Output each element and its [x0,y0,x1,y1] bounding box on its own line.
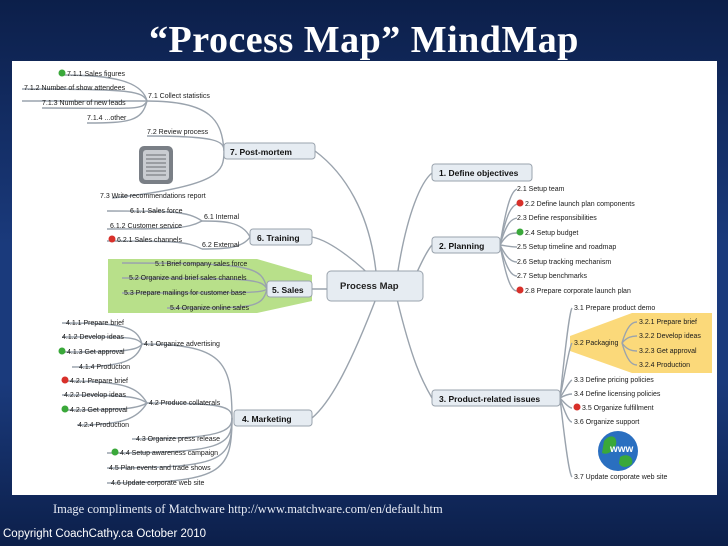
svg-text:2. Planning: 2. Planning [439,241,484,251]
node-3-2-2: 3.2.2 Develop ideas [639,333,701,340]
report-document-icon [139,146,173,184]
svg-text:4. Marketing: 4. Marketing [242,414,292,424]
node-6-2: 6.2 External [202,242,240,249]
node-3-4: 3.4 Define licensing policies [574,391,661,398]
mindmap-diagram: Process Map 1. Define objectives 2. Plan… [21,69,712,487]
svg-text:5. Sales: 5. Sales [272,285,304,295]
branch-node-training[interactable]: 6. Training [249,228,313,246]
node-5-4: 5.4 Organize online sales [170,305,249,312]
node-3-7: 3.7 Update corporate web site [574,474,667,481]
node-6-1-1: 6.1.1 Sales force [130,208,183,215]
node-7-3: 7.3 Write recommendations report [100,193,206,200]
alert-icon [516,199,524,207]
svg-text:6. Training: 6. Training [257,233,300,243]
node-3-5: 3.5 Organize fulfillment [582,405,654,412]
node-2-6: 2.6 Setup tracking mechanism [517,259,611,266]
branch-node-sales[interactable]: 5. Sales [266,280,313,298]
copyright-footer: Copyright CoachCathy.ca October 2010 [3,528,207,540]
node-7-1-3: 7.1.3 Number of new leads [42,100,126,107]
globe-www-icon: www [598,431,638,471]
node-2-1: 2.1 Setup team [517,186,565,193]
node-2-2: 2.2 Define launch plan components [525,201,635,208]
node-4-1-3: 4.1.3 Get approval [67,349,125,356]
node-3-3: 3.3 Define pricing policies [574,377,654,384]
alert-icon [516,286,524,294]
mindmap-canvas: Process Map 1. Define objectives 2. Plan… [12,61,717,495]
alert-icon [61,376,69,384]
check-icon [111,448,119,456]
node-3-2-3: 3.2.3 Get approval [639,348,697,355]
central-node-label: Process Map [340,281,399,292]
node-5-1: 5.1 Brief company sales force [155,261,247,268]
node-4-1: 4.1 Organize advertising [144,341,220,348]
node-4-2-2: 4.2.2 Develop ideas [64,392,126,399]
node-7-1: 7.1 Collect statistics [148,93,210,100]
check-icon [61,405,69,413]
alert-icon [573,403,581,411]
node-7-1-4: 7.1.4 ...other [87,115,127,122]
node-4-4: 4.4 Setup awareness campaign [120,450,218,457]
node-7-2: 7.2 Review process [147,129,209,136]
check-icon [58,69,66,77]
branch-node-marketing[interactable]: 4. Marketing [233,409,313,427]
node-7-1-2: 7.1.2 Number of show attendees [24,85,126,92]
svg-text:7. Post-mortem: 7. Post-mortem [230,147,292,157]
node-3-2-1: 3.2.1 Prepare brief [639,319,697,326]
node-4-1-4: 4.1.4 Production [79,364,130,371]
node-6-2-1: 6.2.1 Sales channels [117,237,182,244]
node-5-2: 5.2 Organize and brief sales channels [129,275,247,282]
svg-text:3. Product-related issues: 3. Product-related issues [439,394,540,404]
node-5-3: 5.3 Prepare mailings for customer base [124,290,246,297]
node-4-2-3: 4.2.3 Get approval [70,407,128,414]
node-6-1-2: 6.1.2 Customer service [110,223,182,230]
node-4-2-4: 4.2.4 Production [78,422,129,429]
image-credit-caption: Image compliments of Matchware http://ww… [53,502,443,516]
node-2-4: 2.4 Setup budget [525,230,578,237]
node-2-5: 2.5 Setup timeline and roadmap [517,244,616,251]
svg-text:www: www [609,444,634,455]
node-2-3: 2.3 Define responsibilities [517,215,597,222]
branch-node-product-related-issues[interactable]: 3. Product-related issues [431,389,561,407]
packaging-highlight-band [570,313,712,373]
check-icon [58,347,66,355]
node-7-1-1: 7.1.1 Sales figures [67,71,125,78]
branch-node-define-objectives[interactable]: 1. Define objectives [431,163,533,182]
node-4-1-1: 4.1.1 Prepare brief [66,320,124,327]
node-2-7: 2.7 Setup benchmarks [517,273,588,280]
node-4-5: 4.5 Plan events and trade shows [109,465,211,472]
slide-title: “Process Map” MindMap [149,19,579,61]
sales-highlight-band [108,259,312,313]
alert-icon [108,235,116,243]
node-3-6: 3.6 Organize support [574,419,639,426]
central-node[interactable]: Process Map [326,270,424,302]
branch-node-planning[interactable]: 2. Planning [431,236,501,254]
node-4-3: 4.3 Organize press release [136,436,220,443]
node-4-1-2: 4.1.2 Develop ideas [62,334,124,341]
node-2-8: 2.8 Prepare corporate launch plan [525,288,631,295]
node-3-2: 3.2 Packaging [574,340,618,347]
node-4-6: 4.6 Update corporate web site [111,480,204,487]
check-icon [516,228,524,236]
node-6-1: 6.1 Internal [204,214,239,221]
svg-text:1. Define objectives: 1. Define objectives [439,168,519,178]
branch-node-post-mortem[interactable]: 7. Post-mortem [223,142,316,160]
node-3-2-4: 3.2.4 Production [639,362,690,369]
node-4-2: 4.2 Produce collaterals [149,400,221,407]
node-3-1: 3.1 Prepare product demo [574,305,655,312]
node-4-2-1: 4.2.1 Prepare brief [70,378,128,385]
connector-lines [21,74,638,484]
